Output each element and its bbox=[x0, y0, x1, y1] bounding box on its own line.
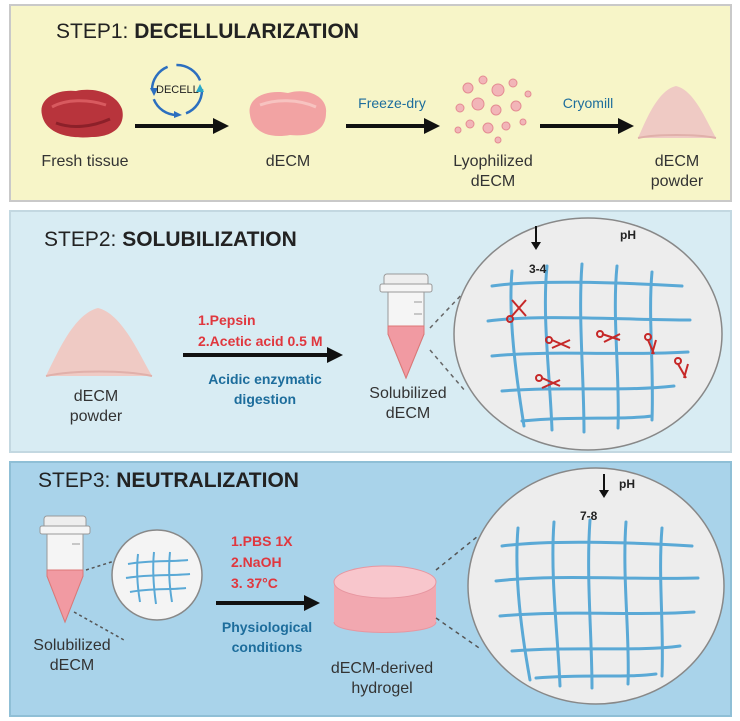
step2-zoom-ellipse bbox=[453, 217, 723, 451]
decm-image bbox=[249, 91, 327, 137]
step3-input-line1: Solubilized bbox=[33, 637, 111, 654]
decm-powder-image bbox=[637, 86, 717, 139]
step2-reagent-2: 2.Acetic acid 0.5 M bbox=[198, 333, 323, 349]
fresh-tissue-label: Fresh tissue bbox=[41, 153, 129, 170]
step3-reagent-3: 3. 37°C bbox=[231, 575, 278, 591]
fiber-mesh-small bbox=[125, 551, 191, 605]
arrow-neutralization bbox=[216, 595, 320, 611]
decm-powder-label-line2: powder bbox=[650, 173, 704, 190]
powder-pile-image bbox=[45, 308, 153, 377]
step2-ph-label: pH bbox=[620, 228, 636, 242]
hydrogel-image bbox=[333, 565, 437, 633]
step3-heading: STEP3: NEUTRALIZATION bbox=[38, 469, 299, 493]
step2-output-label: Solubilized dECM bbox=[358, 384, 458, 424]
step2-input-line2: powder bbox=[69, 408, 123, 425]
step2-condition: Acidic enzymatic digestion bbox=[190, 369, 340, 409]
fiber-mesh-acidic bbox=[486, 262, 692, 434]
step2-title: SOLUBILIZATION bbox=[122, 228, 297, 251]
step3-label: STEP3: bbox=[38, 469, 111, 492]
step3-ph-label: pH bbox=[619, 477, 635, 491]
decell-cycle-label: DECELL bbox=[156, 84, 199, 96]
step3-ph-value: 7-8 bbox=[580, 509, 598, 523]
step2-input-label: dECM powder bbox=[46, 387, 146, 427]
arrow-decell bbox=[135, 118, 229, 134]
step3-output-label: dECM-derived hydrogel bbox=[322, 659, 442, 699]
step1-title: DECELLULARIZATION bbox=[134, 20, 359, 43]
step2-heading: STEP2: SOLUBILIZATION bbox=[44, 228, 297, 252]
step3-input-line2: dECM bbox=[49, 657, 95, 674]
step1-label: STEP1: bbox=[56, 20, 129, 43]
step2-condition-line1: Acidic enzymatic bbox=[208, 371, 322, 387]
arrow-solubilization bbox=[183, 347, 343, 363]
lyophilized-label-line2: dECM bbox=[470, 173, 516, 190]
decm-powder-label: dECM powder bbox=[627, 152, 727, 192]
fresh-tissue-image bbox=[41, 89, 123, 138]
step2-output-line1: Solubilized bbox=[369, 385, 447, 402]
tube-step3-image bbox=[39, 515, 91, 624]
step3-title: NEUTRALIZATION bbox=[116, 469, 299, 492]
lyophilized-label: Lyophilized dECM bbox=[433, 152, 553, 192]
step3-condition: Physiological conditions bbox=[212, 617, 322, 657]
step2-reagent-1: 1.Pepsin bbox=[198, 312, 256, 328]
step3-reagent-1: 1.PBS 1X bbox=[231, 533, 293, 549]
step2-output-line2: dECM bbox=[385, 405, 431, 422]
cryomill-label: Cryomill bbox=[562, 95, 614, 111]
lyophilized-label-line1: Lyophilized bbox=[453, 153, 533, 170]
step3-input-label: Solubilized dECM bbox=[22, 636, 122, 676]
step1-heading: STEP1: DECELLULARIZATION bbox=[56, 20, 359, 44]
step2-condition-line2: digestion bbox=[233, 391, 297, 407]
tube-solubilized-image bbox=[379, 273, 433, 380]
step3-reagents: 1.PBS 1X 2.NaOH 3. 37°C bbox=[231, 531, 292, 594]
decell-cycle-icon bbox=[150, 63, 204, 118]
step3-condition-line2: conditions bbox=[231, 639, 303, 655]
scissors-icons bbox=[506, 299, 689, 389]
step3-zoom-ellipse bbox=[467, 467, 725, 705]
lyophilized-image bbox=[454, 75, 532, 144]
step3-reagent-2: 2.NaOH bbox=[231, 554, 282, 570]
step2-label: STEP2: bbox=[44, 228, 117, 251]
arrow-cryomill bbox=[540, 118, 634, 134]
step2-ph-value: 3-4 bbox=[529, 262, 547, 276]
step3-tube-zoom-circle bbox=[111, 529, 203, 621]
step3-output-line1: dECM-derived bbox=[330, 660, 434, 677]
arrow-freeze-dry bbox=[346, 118, 440, 134]
freeze-dry-label: Freeze-dry bbox=[358, 95, 426, 111]
step3-output-line2: hydrogel bbox=[351, 680, 413, 697]
step1-panel bbox=[9, 4, 732, 202]
fiber-mesh-neutral bbox=[494, 518, 700, 690]
step3-condition-line1: Physiological bbox=[221, 619, 313, 635]
decm-label: dECM bbox=[265, 153, 311, 170]
step2-reagents: 1.Pepsin 2.Acetic acid 0.5 M bbox=[198, 310, 323, 352]
decm-powder-label-line1: dECM bbox=[654, 153, 700, 170]
step2-input-line1: dECM bbox=[73, 388, 119, 405]
